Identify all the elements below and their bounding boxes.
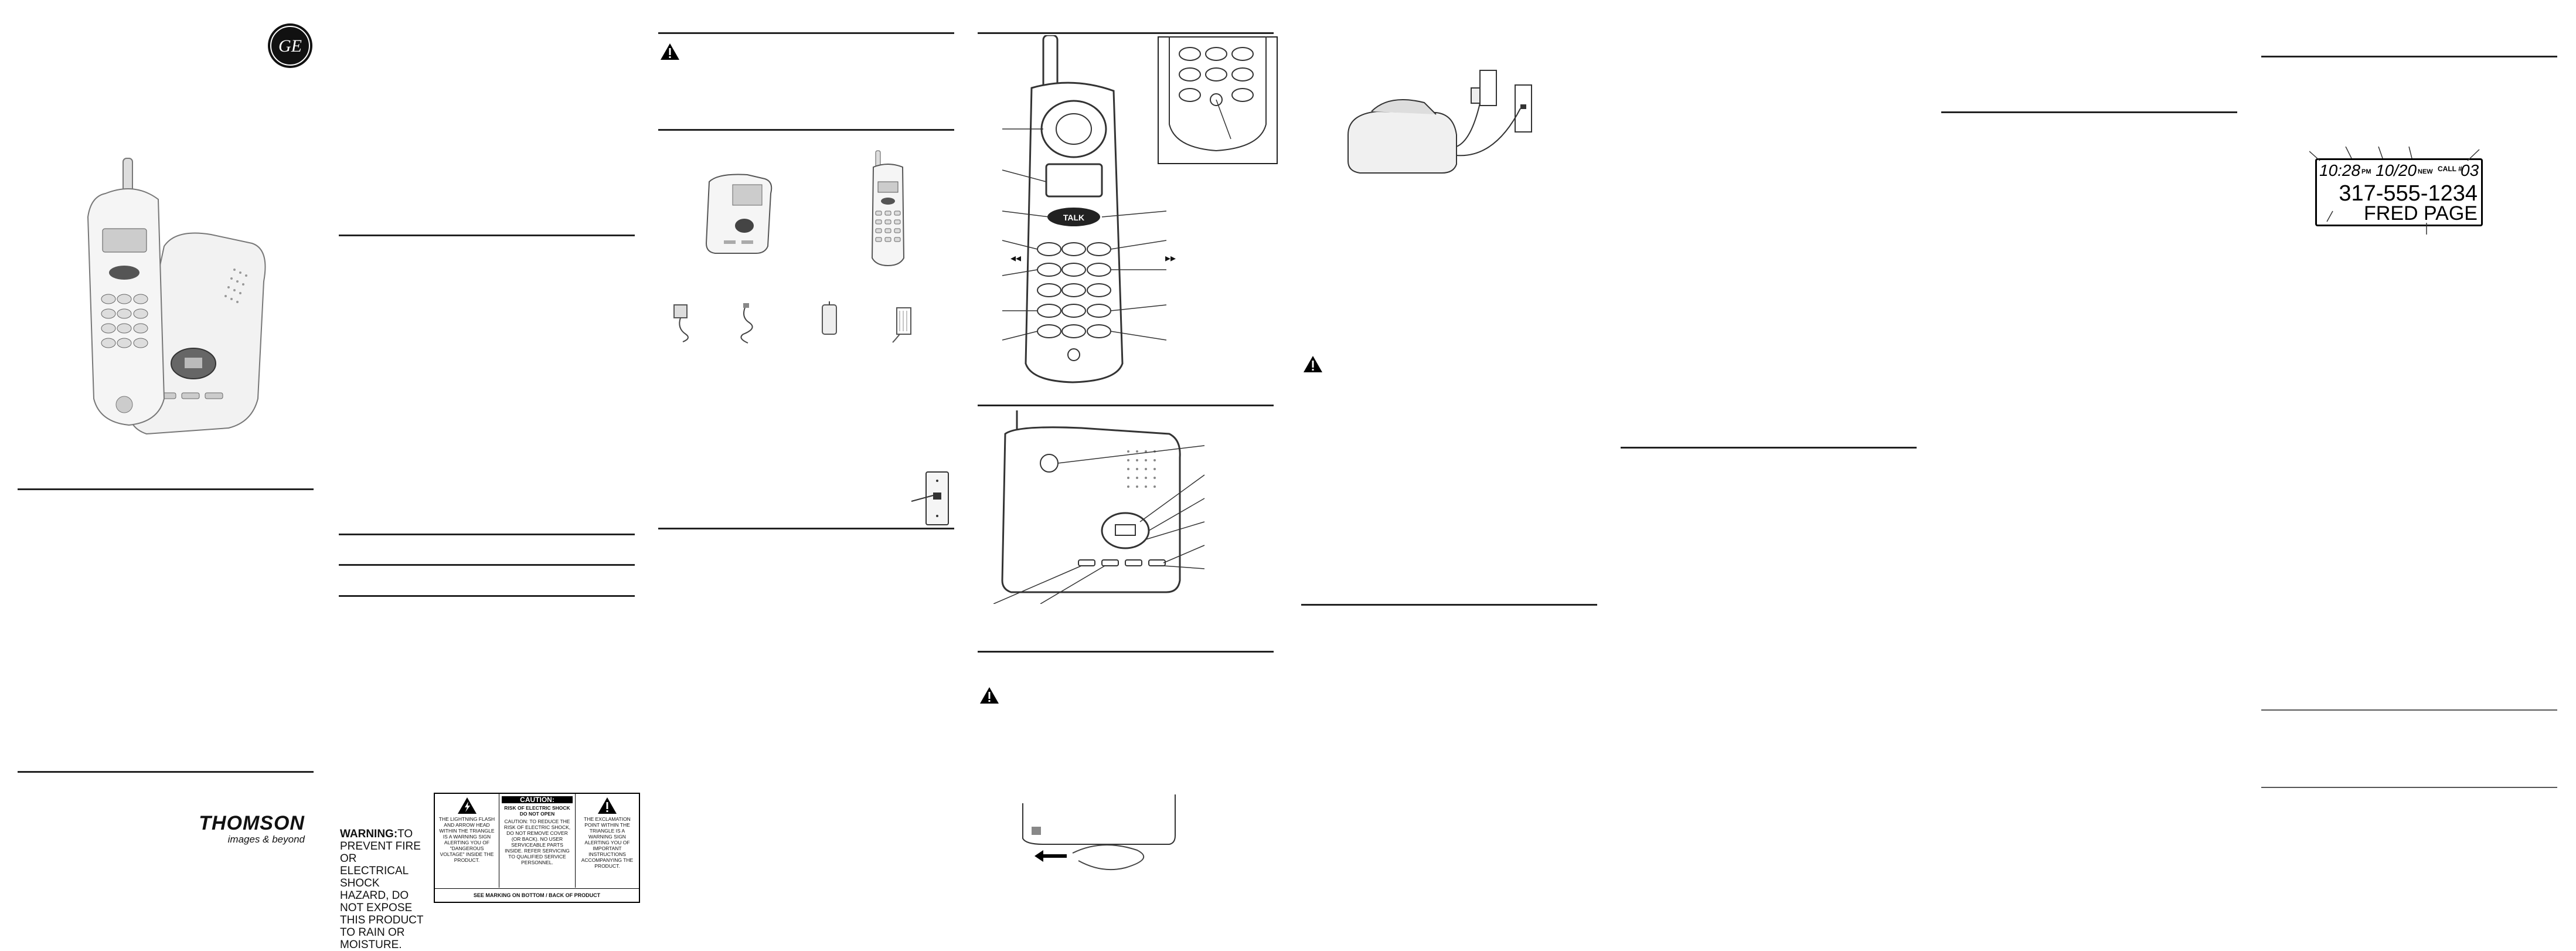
panel8-rule-3	[2261, 787, 2557, 788]
wall-jack-image	[911, 471, 949, 525]
rewind-arrow: ◂◂	[1010, 252, 1022, 264]
panel8-rule-1	[2261, 56, 2557, 57]
base-unit-image	[705, 174, 773, 254]
display-phone-number: 317-555-1234	[2339, 181, 2478, 206]
panel3-rule-2	[658, 129, 954, 131]
panel2-rule-1	[339, 235, 635, 236]
display-new-label: NEW	[2418, 168, 2433, 175]
panel7-rule-1	[1941, 111, 2237, 113]
line-cord-connection-diagram	[1022, 794, 1176, 871]
panel3-rule-3	[658, 528, 954, 529]
keypad-inset	[1158, 36, 1278, 164]
caution-subtitle: RISK OF ELECTRIC SHOCK DO NOT OPEN	[504, 805, 570, 817]
panel4-rule-1	[978, 32, 1274, 34]
display-caller-name: FRED PAGE	[2364, 202, 2478, 225]
display-callout-lines	[2309, 147, 2480, 235]
caution-title: CAUTION:	[502, 796, 573, 803]
panel1-rule-top	[18, 488, 314, 490]
display-call-number: 03	[2461, 161, 2479, 179]
exclamation-warning-icon	[598, 797, 617, 814]
fire-shock-warning: WARNING:TO PREVENT FIRE OR ELECTRICAL SH…	[340, 828, 428, 951]
display-call-label: CALL #	[2438, 165, 2462, 173]
handset-image	[871, 150, 905, 267]
display-ampm: PM	[2361, 168, 2371, 175]
caller-id-display: 10:28 PM 10/20 NEW CALL # 03 317-555-123…	[2315, 158, 2483, 226]
belt-clip-image	[892, 307, 911, 343]
caution-left-col: THE LIGHTNING FLASH AND ARROW HEAD WITHI…	[435, 794, 499, 888]
handset-controls-diagram: TALK	[1002, 35, 1167, 383]
panel6-rule-1	[1621, 447, 1917, 449]
fast-forward-arrow: ▸▸	[1165, 252, 1176, 264]
panel5-rule-1	[1301, 604, 1597, 606]
caution-right-text: THE EXCLAMATION POINT WITHIN THE TRIANGL…	[581, 816, 634, 869]
base-controls-diagram	[993, 410, 1205, 604]
panel2-rule-4	[339, 595, 635, 597]
panel4-rule-2	[978, 405, 1274, 406]
talk-button-label: TALK	[1063, 213, 1084, 222]
thomson-brand: THOMSON	[199, 812, 305, 834]
warning-label: WARNING:	[340, 828, 398, 840]
cordless-phone-illustration	[87, 158, 266, 435]
telephone-line-cord-image	[740, 303, 753, 344]
caution-right-col: THE EXCLAMATION POINT WITHIN THE TRIANGL…	[576, 794, 639, 888]
thomson-logo: THOMSON images & beyond	[193, 812, 305, 845]
ge-logo-text: GE	[278, 36, 302, 56]
panel3-rule-1	[658, 32, 954, 34]
caution-left-text: THE LIGHTNING FLASH AND ARROW HEAD WITHI…	[438, 816, 495, 863]
display-date: 10/20	[2376, 161, 2417, 179]
display-time: 10:28	[2319, 161, 2361, 179]
ge-logo: GE	[268, 23, 312, 68]
panel8-rule-2	[2261, 709, 2557, 711]
ac-adapter-image	[673, 304, 689, 342]
thomson-tagline: images & beyond	[227, 834, 305, 845]
base-warning-icon	[980, 687, 999, 704]
panel5-warning-icon	[1304, 356, 1322, 372]
panel4-rule-3	[978, 651, 1274, 653]
caution-footer: SEE MARKING ON BOTTOM / BACK OF PRODUCT	[435, 888, 639, 902]
caution-middle-col: CAUTION: RISK OF ELECTRIC SHOCK DO NOT O…	[499, 794, 576, 888]
warning-body: TO PREVENT FIRE OR ELECTRICAL SHOCK HAZA…	[340, 828, 424, 951]
lightning-warning-icon	[457, 797, 477, 814]
caution-label-box: THE LIGHTNING FLASH AND ARROW HEAD WITHI…	[434, 793, 640, 903]
caution-middle-text: CAUTION: TO REDUCE THE RISK OF ELECTRIC …	[503, 818, 571, 865]
base-ac-adapter-connection-diagram	[1347, 70, 1532, 174]
panel2-rule-3	[339, 564, 635, 566]
battery-pack-image	[822, 301, 837, 335]
panel1-rule-bottom	[18, 771, 314, 773]
panel2-rule-2	[339, 534, 635, 535]
important-warning-icon	[661, 43, 679, 60]
